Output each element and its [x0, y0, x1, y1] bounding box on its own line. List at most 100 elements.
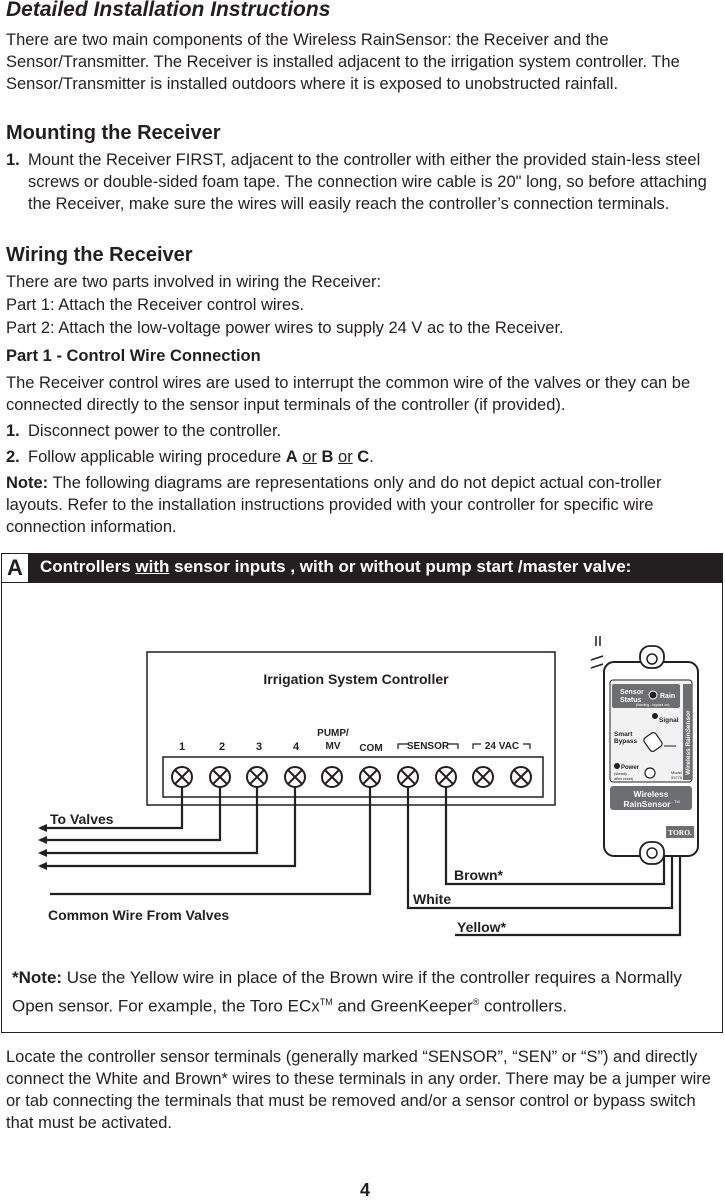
note-text-3: controllers.	[479, 996, 568, 1016]
power-icon	[614, 763, 620, 769]
yellow-wire-label: Yellow*	[457, 919, 507, 935]
brand-text-1: Wireless	[634, 789, 669, 799]
controller-label: Irrigation System Controller	[263, 671, 449, 687]
screw-sensor-2	[435, 766, 457, 788]
sensor-bracket	[397, 743, 459, 749]
or-2: or	[338, 448, 353, 466]
intro-paragraph: There are two main components of the Wir…	[6, 31, 680, 93]
part1-paragraph: The Receiver control wires are used to i…	[6, 374, 691, 414]
part1-note: Note: The following diagrams are represe…	[6, 472, 718, 538]
step-number: 1.	[6, 422, 20, 440]
model-text-2: 53779	[671, 775, 683, 780]
wiring-line-3: Part 2: Attach the low-voltage power wir…	[6, 319, 564, 337]
note-label: *Note:	[12, 968, 63, 987]
screw-vac-2	[510, 766, 532, 788]
receiver-unit: Sensor Status Rain (flashing - bypass on…	[590, 636, 699, 865]
terminal-label-24vac: 24 VAC	[485, 741, 519, 752]
part1-step-2: 2. Follow applicable wiring procedure A …	[0, 446, 725, 468]
status-text-1: Sensor	[620, 689, 644, 696]
white-wire-label: White	[413, 891, 451, 907]
status-sub: (flashing - bypass on)	[636, 703, 669, 707]
side-label-text: Wireless RainSensor	[685, 710, 692, 775]
terminal-label-pump: PUMP/	[317, 728, 349, 739]
note-text: Use the Yellow wire in place of the Brow…	[12, 968, 682, 1016]
terminal-label-2: 2	[219, 741, 225, 753]
vac-bracket	[472, 743, 531, 749]
status-panel	[612, 684, 680, 708]
screw-3	[246, 766, 268, 788]
brand-tm: TM	[674, 799, 680, 804]
step-number: 1.	[6, 151, 20, 169]
screw-pump	[321, 766, 343, 788]
reset-button-icon	[644, 767, 656, 779]
model-text-1: Model	[671, 770, 682, 775]
bypass-button-icon	[643, 732, 663, 752]
option-c: C	[357, 448, 370, 466]
option-a: A	[285, 448, 298, 466]
to-valves-label: To Valves	[50, 811, 114, 827]
signal-text: Signal	[659, 717, 679, 724]
step-text-prefix: Follow applicable wiring procedure	[28, 448, 286, 466]
rain-text: Rain	[660, 693, 675, 700]
step-number: 2.	[6, 448, 20, 466]
signal-icon	[652, 713, 658, 719]
brand-panel	[610, 786, 692, 810]
terminal-label-1: 1	[179, 741, 185, 753]
screw-com	[359, 766, 381, 788]
screw-sensor-1	[397, 766, 419, 788]
terminal-label-sensor: SENSOR	[407, 741, 450, 752]
step-text: Follow applicable wiring procedure A or …	[28, 446, 718, 468]
note-tm: TM	[319, 997, 333, 1007]
valve-arrowheads	[38, 824, 47, 870]
part1-heading: Part 1 - Control Wire Connection	[6, 347, 261, 365]
wiring-heading: Wiring the Receiver	[6, 244, 193, 266]
side-label-bar	[683, 684, 692, 780]
step-text: Mount the Receiver FIRST, adjacent to th…	[28, 151, 707, 213]
procedure-a-letter: A	[1, 553, 29, 583]
screw-vac-1	[472, 766, 494, 788]
terminal-label-mv: MV	[326, 741, 341, 752]
wiring-line-1: There are two parts involved in wiring t…	[6, 273, 382, 291]
terminal-label-4: 4	[293, 741, 300, 753]
power-text: Power	[621, 765, 640, 771]
common-wire-label: Common Wire From Valves	[48, 907, 229, 923]
mounting-heading: Mounting the Receiver	[6, 122, 221, 144]
screw-4	[284, 766, 306, 788]
procedure-a-note: *Note: Use the Yellow wire in place of t…	[12, 965, 717, 1019]
title-post: sensor inputs , with or without pump sta…	[169, 557, 632, 576]
power-sub-1: (steady -	[614, 771, 630, 776]
note-reg: ®	[472, 997, 480, 1007]
brand-text-2: RainSensor	[623, 799, 671, 809]
outro-paragraph: Locate the controller sensor terminals (…	[6, 1048, 711, 1132]
option-b: B	[321, 448, 334, 466]
page-title: Detailed Installation Instructions	[6, 0, 331, 21]
note-text: The following diagrams are representatio…	[6, 474, 662, 536]
terminal-screws	[171, 766, 532, 788]
brown-wire-label: Brown*	[454, 867, 504, 883]
note-label: Note:	[6, 474, 49, 492]
step-text: Disconnect power to the controller.	[28, 422, 282, 440]
power-sub-2: after reset)	[614, 776, 634, 781]
valve-wires	[40, 787, 372, 896]
smart-text-2: Bypass	[614, 738, 638, 745]
wiring-line-2: Part 1: Attach the Receiver control wire…	[6, 296, 305, 314]
screw-2	[209, 766, 231, 788]
note-text-2: and GreenKeeper	[332, 996, 473, 1016]
part1-step-1: 1. Disconnect power to the controller.	[0, 420, 725, 442]
terminal-label-com: COM	[359, 743, 382, 754]
step-text-suffix: .	[369, 448, 374, 466]
mounting-step: 1. Mount the Receiver FIRST, adjacent to…	[0, 149, 725, 239]
smart-text-1: Smart	[614, 731, 633, 738]
terminal-label-3: 3	[256, 741, 262, 753]
procedure-a-header	[1, 553, 723, 583]
toro-logo: TORO.	[668, 828, 692, 837]
screw-1	[171, 766, 193, 788]
procedure-a-title: Controllers with sensor inputs , with or…	[40, 557, 631, 577]
receiver-antenna	[595, 636, 601, 646]
or-1: or	[302, 448, 317, 466]
status-text-2: Status	[620, 697, 642, 704]
toro-logo-box	[666, 826, 694, 838]
title-underlined: with	[135, 557, 170, 576]
title-pre: Controllers	[40, 557, 136, 576]
